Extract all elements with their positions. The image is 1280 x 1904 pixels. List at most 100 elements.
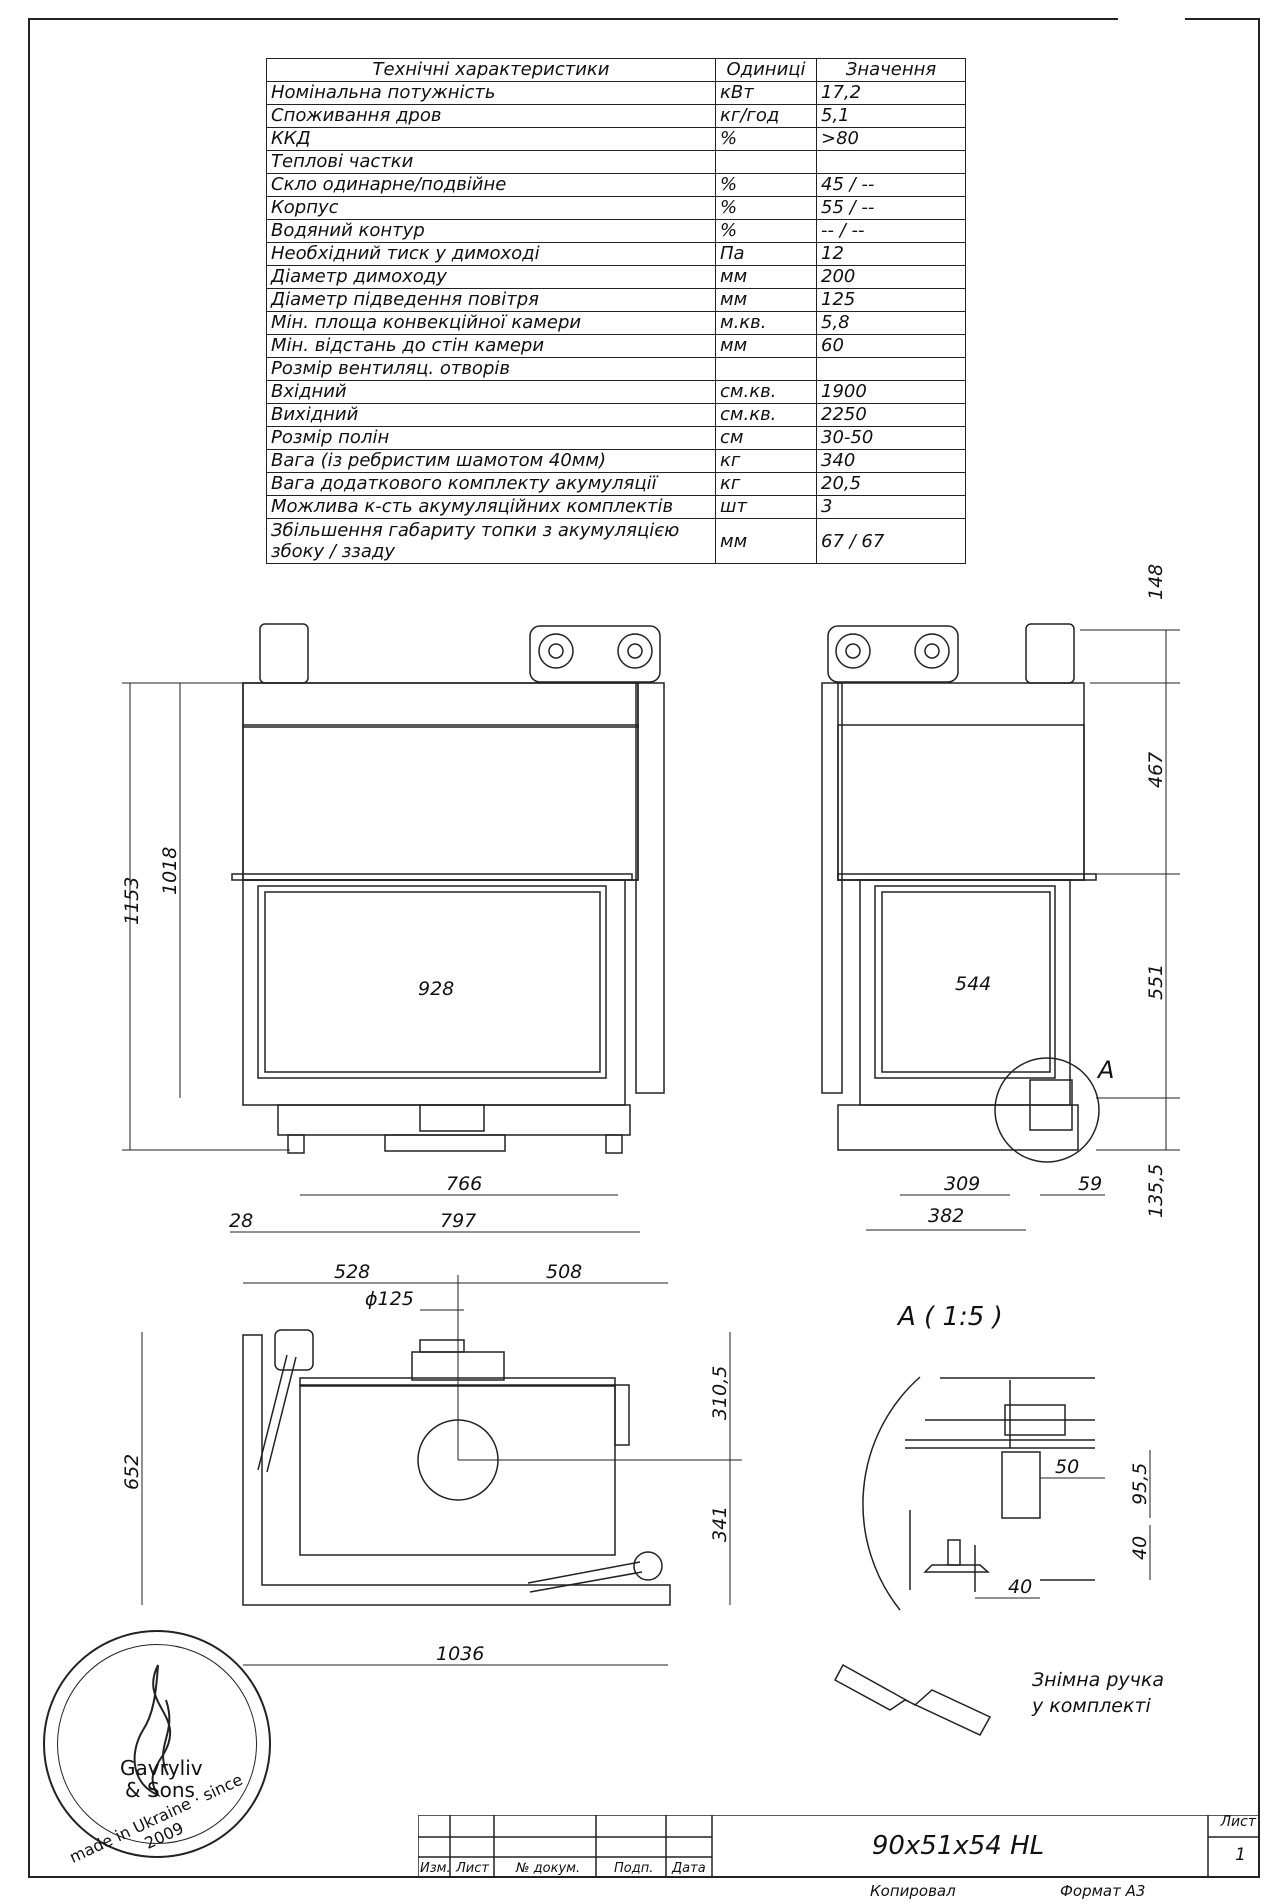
spec-value-cell: 1900 (816, 380, 966, 404)
spec-table: Технічні характеристики Одиниці Значення… (266, 58, 966, 564)
model-title: 90x51x54 HL (871, 1831, 1045, 1861)
spec-name-cell: Необхідний тиск у димоході (266, 242, 716, 266)
spec-name-cell: Збільшення габариту топки з акумуляцією … (266, 518, 716, 564)
copied-label: Копировал (870, 1882, 956, 1900)
spec-value-cell: 5,8 (816, 311, 966, 335)
spec-unit-cell: % (715, 127, 817, 151)
dim-135-5: 135,5 (1145, 1164, 1167, 1218)
dim-1018: 1018 (159, 847, 181, 895)
spec-unit-cell: м.кв. (715, 311, 817, 335)
dim-928: 928 (418, 978, 454, 1000)
spec-name-cell: Вага (із ребристим шамотом 40мм) (266, 449, 716, 473)
logo-name: Gavryliv & Sons (120, 1756, 203, 1802)
spec-value-cell: 60 (816, 334, 966, 358)
detail-title: A ( 1:5 ) (898, 1302, 1003, 1332)
spec-value-cell: -- / -- (816, 219, 966, 243)
dim-508: 508 (546, 1261, 582, 1283)
dim-528: 528 (334, 1261, 370, 1283)
spec-row: Водяний контур%-- / -- (266, 219, 966, 243)
spec-name-cell: Корпус (266, 196, 716, 220)
dim-309: 309 (944, 1173, 980, 1195)
detail-ref-a: A (1096, 1056, 1114, 1084)
drawing-frame (28, 18, 1260, 1878)
dim-40-vertical: 40 (1129, 1536, 1151, 1560)
tb-label-doc: № докум. (516, 1861, 581, 1876)
tb-label-date: Дата (672, 1861, 706, 1876)
header-values: Значення (816, 58, 966, 82)
top-view (242, 1329, 671, 1606)
dim-467: 467 (1145, 752, 1167, 788)
dim-382: 382 (928, 1205, 964, 1227)
spec-value-cell: 45 / -- (816, 173, 966, 197)
spec-value-cell: 20,5 (816, 472, 966, 496)
spec-unit-cell (715, 150, 817, 174)
dim-341: 341 (709, 1506, 731, 1542)
header-units: Одиниці (715, 58, 817, 82)
flame-icon (133, 1664, 171, 1798)
spec-unit-cell: % (715, 219, 817, 243)
brand-logo: Gavryliv & Sons made in Ukraine · since … (43, 1630, 271, 1867)
dimension-texts: 1153 1018 928 766 797 28 148 467 551 135… (121, 564, 1167, 1665)
dim-59: 59 (1078, 1173, 1102, 1195)
spec-value-cell: 67 / 67 (816, 518, 966, 564)
spec-name-cell: Вихідний (266, 403, 716, 427)
frame-top-line (28, 18, 1118, 20)
handle-note: Знімна ручка у комплекті (1032, 1667, 1164, 1719)
spec-value-cell: 3 (816, 495, 966, 519)
dim-95-5: 95,5 (1129, 1463, 1151, 1505)
dim-1153: 1153 (121, 877, 143, 925)
spec-unit-cell: кг/год (715, 104, 817, 128)
spec-row: Корпус%55 / -- (266, 196, 966, 220)
spec-name-cell: Вхідний (266, 380, 716, 404)
dim-766: 766 (446, 1173, 482, 1195)
spec-name-cell: Водяний контур (266, 219, 716, 243)
dim-1036: 1036 (436, 1643, 484, 1665)
sheet-label: Лист (1220, 1814, 1256, 1830)
spec-unit-cell: мм (715, 288, 817, 312)
title-block: Изм. Лист № докум. Подп. Дата 90x51x54 H… (418, 1814, 1260, 1878)
side-view (821, 623, 1100, 1163)
handle-note-line-1: Знімна ручка (1032, 1669, 1164, 1691)
frame-top-line-right (1185, 18, 1260, 20)
spec-unit-cell: см.кв. (715, 403, 817, 427)
logo-name-line-1: Gavryliv (120, 1756, 203, 1780)
detail-a (862, 1376, 1095, 1611)
logo-name-line-2: & Sons (125, 1778, 195, 1802)
format-label: Формат А3 (1060, 1882, 1146, 1900)
spec-name-cell: Теплові частки (266, 150, 716, 174)
spec-unit-cell (715, 357, 817, 381)
spec-name-cell: Розмір полін (266, 426, 716, 450)
dimension-lines (122, 629, 1180, 1666)
spec-value-cell: 12 (816, 242, 966, 266)
spec-name-cell: Діаметр підведення повітря (266, 288, 716, 312)
dim-50: 50 (1055, 1456, 1079, 1478)
spec-row: Розмір вентиляц. отворів (266, 357, 966, 381)
title-block-grid (418, 1815, 1260, 1878)
tb-label-change: Изм. (420, 1861, 451, 1876)
frame-right-line (1258, 18, 1260, 1878)
dim-310-5: 310,5 (709, 1366, 731, 1420)
dim-551: 551 (1145, 964, 1167, 1000)
spec-value-cell (816, 150, 966, 174)
tb-label-sign: Подп. (614, 1861, 654, 1876)
spec-unit-cell: см (715, 426, 817, 450)
spec-unit-cell: мм (715, 518, 817, 564)
spec-table-header: Технічні характеристики Одиниці Значення (266, 58, 966, 82)
spec-row: Теплові частки (266, 150, 966, 174)
spec-row: Збільшення габариту топки з акумуляцією … (266, 518, 966, 564)
spec-value-cell: 55 / -- (816, 196, 966, 220)
spec-unit-cell: % (715, 196, 817, 220)
dim-28: 28 (229, 1210, 253, 1232)
spec-unit-cell: мм (715, 265, 817, 289)
front-view (231, 623, 665, 1154)
spec-name-cell: Розмір вентиляц. отворів (266, 357, 716, 381)
dim-797: 797 (440, 1210, 476, 1232)
dim-148: 148 (1145, 564, 1167, 600)
